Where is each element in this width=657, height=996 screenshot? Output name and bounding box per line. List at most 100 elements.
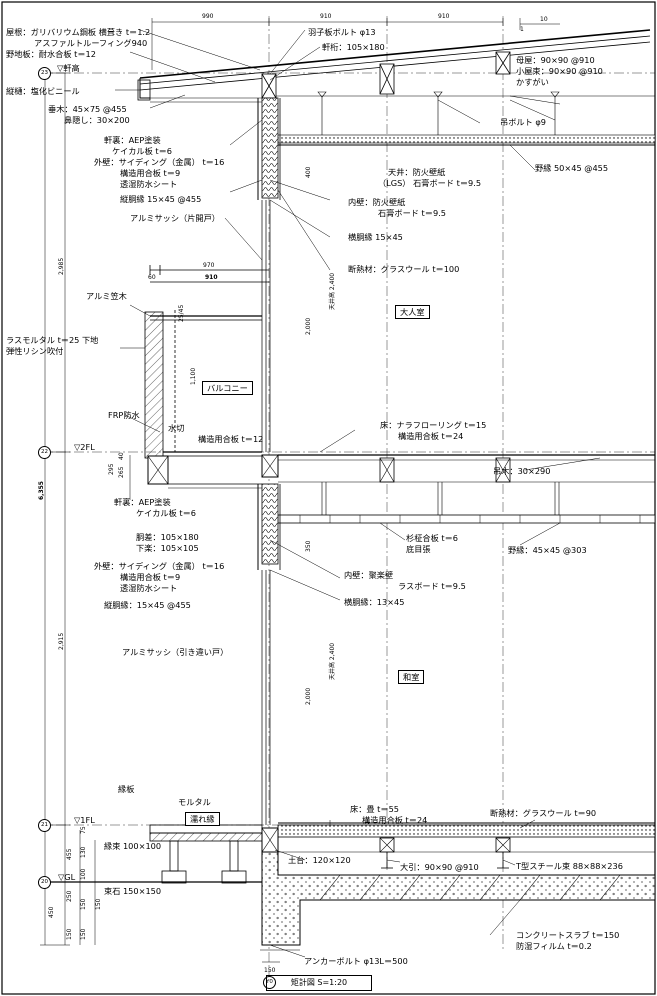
label-gap-joint: 底目張 bbox=[406, 544, 431, 554]
vdim-rail-top: 25/45 bbox=[178, 304, 185, 322]
level-2fl: ▽2FL bbox=[74, 442, 95, 452]
label-struct-ply: 構造用合板 t＝9 bbox=[120, 168, 181, 178]
label-membrane-2: 透湿防水シート bbox=[120, 583, 178, 593]
slope-rise: 1 bbox=[520, 26, 524, 33]
vdim-150d: 150 bbox=[95, 898, 102, 910]
grid-mark-21: 21 bbox=[38, 819, 51, 832]
label-lower-rail: 下楽：105×105 bbox=[136, 543, 199, 553]
label-mortar: モルタル bbox=[178, 797, 211, 807]
label-sash-lower: アルミサッシ（引き違い戸） bbox=[122, 647, 229, 657]
vdim-total: 6,355 bbox=[38, 481, 45, 500]
vdim-455: 455 bbox=[66, 848, 73, 860]
label-tatami: 床：畳 t＝55 bbox=[350, 804, 399, 814]
label-girth: 胴差：105×180 bbox=[136, 532, 199, 542]
level-1fl: ▽1FL bbox=[74, 815, 95, 825]
label-floor-oak: 床：ナラフローリング t＝15 bbox=[380, 420, 487, 430]
vdim-lower-story: 2,915 bbox=[58, 632, 65, 650]
label-vert-furring: 縦胴縁 15×45 @455 bbox=[120, 194, 202, 204]
label-soffit: 軒裏：AEP塗装 bbox=[104, 135, 161, 145]
label-sash-upper: アルミサッシ（片開戸） bbox=[130, 213, 220, 223]
level-eave: ▽軒高 bbox=[57, 63, 80, 73]
top-dim-1: 990 bbox=[202, 13, 214, 20]
room-label-balcony: バルコニー bbox=[202, 381, 253, 395]
top-dim-3: 910 bbox=[438, 13, 450, 20]
label-slab: コンクリートスラブ t＝150 bbox=[516, 930, 620, 940]
label-ceiling-joist-2: 野縁：45×45 @303 bbox=[508, 545, 587, 555]
label-soffit-board: ケイカル板 t＝6 bbox=[112, 146, 172, 156]
slope-run: 10 bbox=[540, 16, 548, 23]
label-tatami-ply: 構造用合板 t＝24 bbox=[362, 815, 428, 825]
label-flashing: 水切 bbox=[168, 423, 185, 433]
label-clamp: かすがい bbox=[516, 77, 549, 87]
vdim-upper-story: 2,985 bbox=[58, 257, 65, 275]
vdim-door-upper: 2,000 bbox=[305, 317, 312, 335]
room-label-lower: 和室 bbox=[398, 670, 425, 684]
label-floor-ply: 構造用合板 t＝24 bbox=[398, 431, 464, 441]
label-lath-board: ラスボード t＝9.5 bbox=[398, 581, 466, 591]
label-sheathing: 野地板：耐水合板 t＝12 bbox=[6, 49, 96, 59]
label-membrane: 透湿防水シート bbox=[120, 179, 178, 189]
vdim-handrail: 1,100 bbox=[190, 367, 197, 385]
label-interior-wall: 内壁：防火壁紙 bbox=[348, 197, 406, 207]
label-sleeper: 大引：90×90 @910 bbox=[400, 862, 479, 872]
vdim-ceiling-lower: 天井高 2,400 bbox=[329, 642, 336, 680]
label-struct-ply-2: 構造用合板 t＝9 bbox=[120, 572, 181, 582]
label-roofing: アスファルトルーフィング940 bbox=[34, 38, 148, 48]
label-hanger-timber: 吊木：30×290 bbox=[493, 466, 551, 476]
balcony-dim-overall: 970 bbox=[203, 262, 215, 269]
balcony-dim-right: 910 bbox=[205, 274, 218, 281]
vdim-100: 100 bbox=[80, 868, 87, 880]
label-gypsum: 石膏ボード t＝9.5 bbox=[378, 208, 446, 218]
label-roof-strut: 小屋束：90×90 @910 bbox=[516, 66, 603, 76]
label-horiz-furring-2: 横胴縁：13×45 bbox=[344, 597, 405, 607]
label-exterior-wall: 外壁：サイディング（金属） t＝16 bbox=[94, 157, 225, 167]
label-purlin: 母屋：90×90 @910 bbox=[516, 55, 595, 65]
label-ceiling-joist: 野縁 50×45 @455 bbox=[535, 163, 609, 173]
vdim-foundation: 450 bbox=[48, 906, 55, 918]
label-exterior-wall-2: 外壁：サイディング（金属） t＝16 bbox=[94, 561, 225, 571]
label-sill: 土台：120×120 bbox=[288, 855, 351, 865]
label-lysin: 弾性リシン吹付 bbox=[6, 346, 64, 356]
grid-mark-22: 22 bbox=[38, 446, 51, 459]
vdim-265: 265 bbox=[118, 466, 125, 478]
vdim-350: 350 bbox=[305, 540, 312, 552]
vdim-150a: 150 bbox=[66, 928, 73, 940]
vdim-75: 75 bbox=[80, 826, 87, 834]
label-jurakukabe: 内壁：聚楽壁 bbox=[344, 570, 394, 580]
vdim-130: 130 bbox=[80, 846, 87, 858]
label-edge-post: 縁束 100×100 bbox=[104, 841, 162, 851]
vdim-40: 40 bbox=[118, 452, 125, 460]
grid-mark-20: 20 bbox=[38, 876, 51, 889]
room-label-upper: 大人室 bbox=[395, 305, 430, 319]
label-struct-ply-12: 構造用合板 t＝12 bbox=[198, 434, 264, 444]
label-insulation-upper: 断熱材：グラスウール t＝100 bbox=[348, 264, 460, 274]
label-horiz-furring: 横胴縁 15×45 bbox=[348, 232, 403, 242]
label-edge-board: 縁板 bbox=[118, 784, 135, 794]
label-hurricane-bolt: 羽子板ボルト φ13 bbox=[308, 27, 376, 37]
vdim-295: 295 bbox=[108, 463, 115, 475]
label-vert-furring-2: 縦胴縁：15×45 @455 bbox=[104, 600, 191, 610]
label-rafter: 垂木：45×75 @455 bbox=[48, 104, 127, 114]
vdim-door-lower: 2,000 bbox=[305, 687, 312, 705]
label-foundation-stone: 束石 150×150 bbox=[104, 886, 162, 896]
label-soffit-2: 軒裏：AEP塗装 bbox=[114, 497, 171, 507]
grid-mark-23: 23 bbox=[38, 67, 51, 80]
bottom-dim-150: 150 bbox=[264, 967, 276, 974]
drawing-title: 矩計図 S=1:20 bbox=[266, 975, 372, 991]
label-roof: 屋根：ガリバリウム鋼板 横葺き t＝1.2 bbox=[6, 27, 151, 37]
label-coping: アルミ笠木 bbox=[86, 291, 127, 301]
label-lgs-board: （LGS） 石膏ボード t＝9.5 bbox=[378, 178, 482, 188]
label-ceiling-finish: 天井：防火壁紙 bbox=[388, 167, 446, 177]
label-lath-mortar: ラスモルタル t＝25 下地 bbox=[6, 335, 99, 345]
label-soffit-board-2: ケイカル板 t＝6 bbox=[136, 508, 196, 518]
vdim-150b: 150 bbox=[80, 898, 87, 910]
label-vapor-film: 防湿フィルム t＝0.2 bbox=[516, 941, 592, 951]
label-cedar-ply: 杉柾合板 t＝6 bbox=[406, 533, 458, 543]
vdim-150c: 150 bbox=[80, 928, 87, 940]
level-gl: ▽GL bbox=[58, 872, 76, 882]
vdim-400: 400 bbox=[305, 166, 312, 178]
label-hanger-bolt: 吊ボルト φ9 bbox=[500, 117, 546, 127]
room-label-wet-edge: 濡れ縁 bbox=[185, 812, 220, 826]
